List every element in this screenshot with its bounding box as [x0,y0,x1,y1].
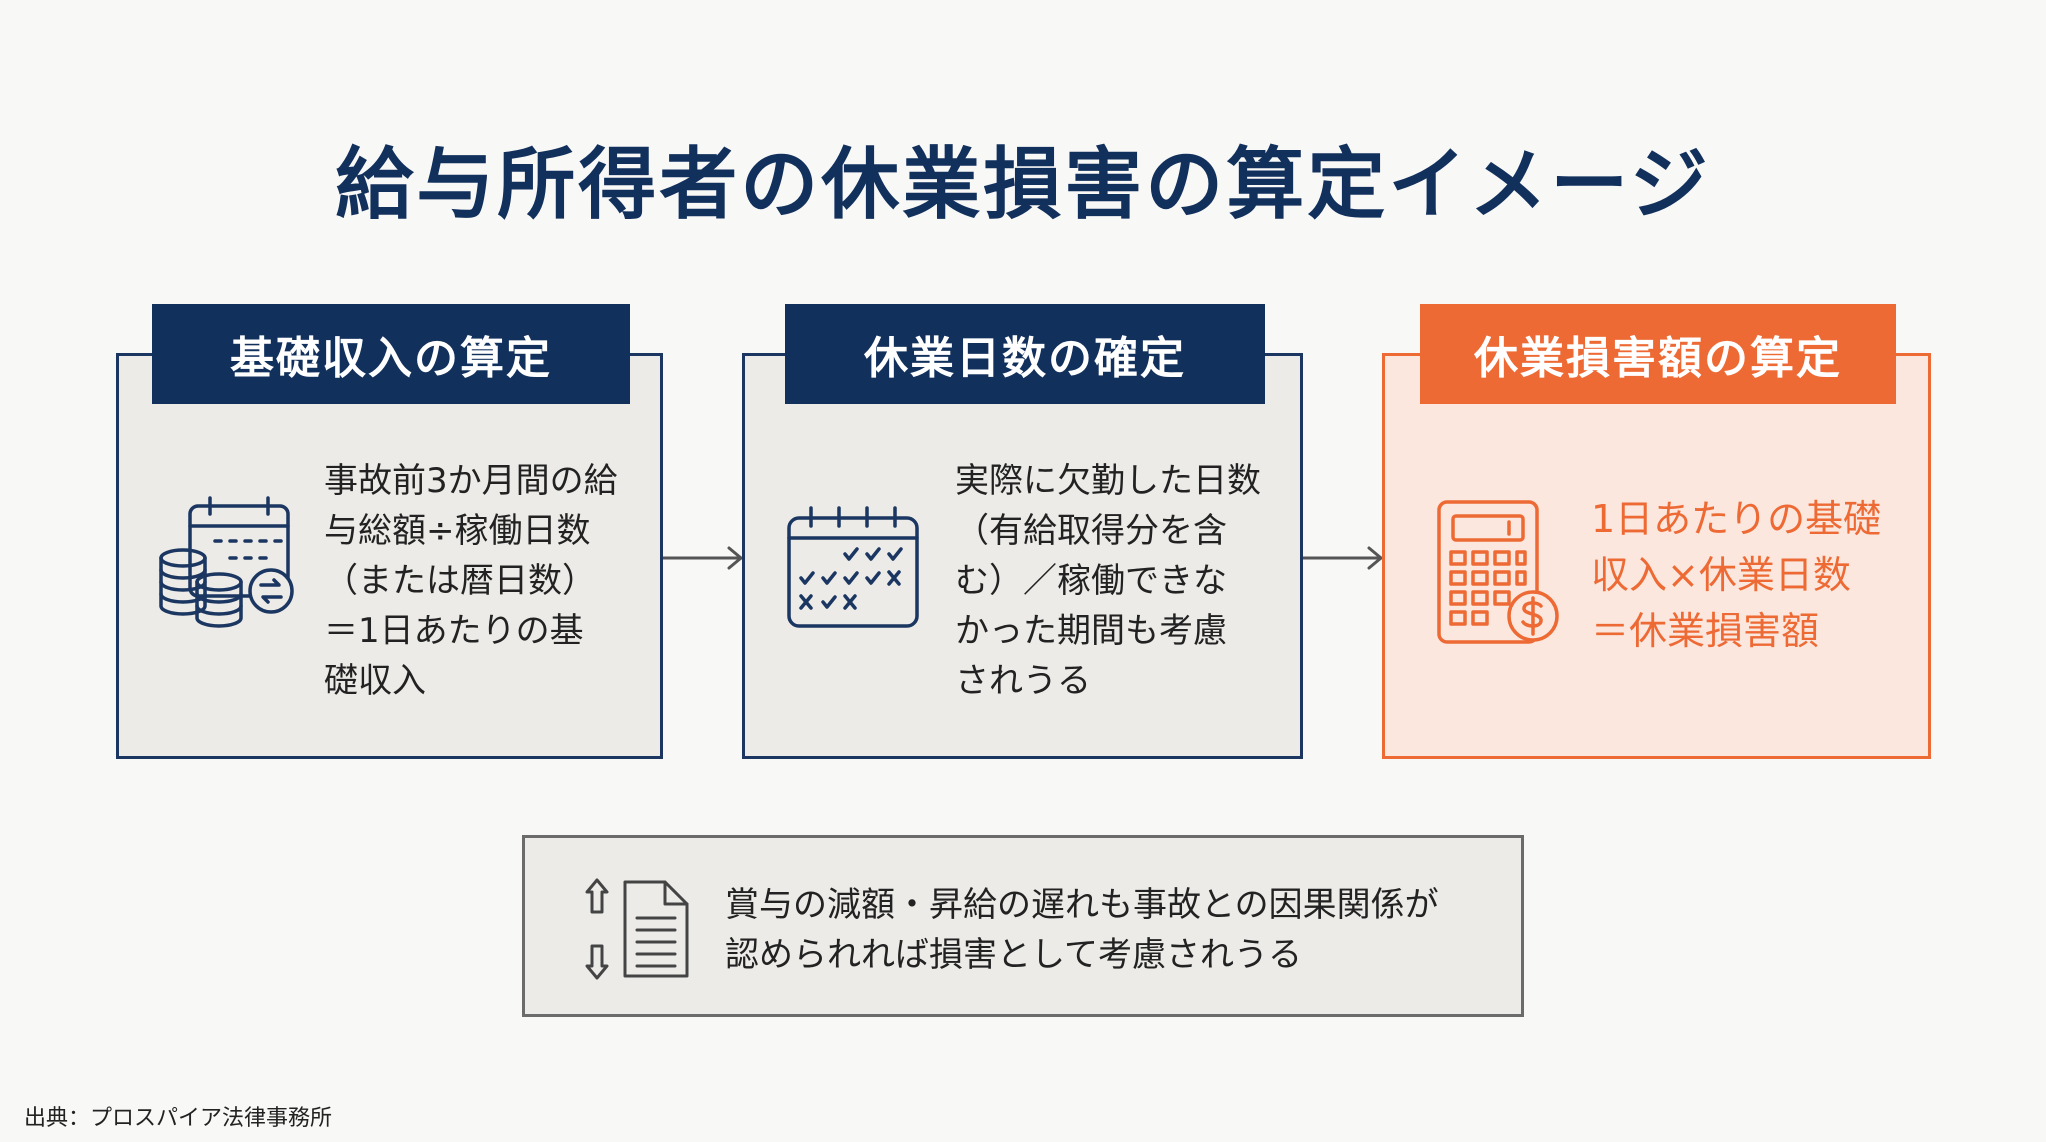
note-text-line: 賞与の減額・昇給の遅れも事故との因果関係が [725,885,1439,925]
step-box-damage-amount: 休業損害額の算定 1日あたりの基礎 収入×休業日数 ＝休業損害額 [1382,304,1931,759]
step-text-line: 礎収入 [324,661,426,701]
calendar-coins-icon [159,496,294,628]
step-text-line: 1日あたりの基礎 [1591,497,1882,541]
step-text-base-income: 事故前3か月間の給 与総額÷稼働日数 （または暦日数） ＝1日あたりの基 礎収入 [324,456,618,706]
page-title: 給与所得者の休業損害の算定イメージ [335,140,1711,230]
step-text-line: 与総額÷稼働日数 [324,511,591,551]
step-header-base-income: 基礎収入の算定 [152,304,630,404]
note-text: 賞与の減額・昇給の遅れも事故との因果関係が 認められれば損害として考慮されうる [725,880,1439,980]
note-text-line: 認められれば損害として考慮されうる [725,935,1302,975]
arrow-right-icon [1303,546,1383,570]
step-text-line: む）／稼働できな [955,561,1227,601]
step-text-line: （有給取得分を含 [955,511,1227,551]
step-header-damage-amount: 休業損害額の算定 [1420,304,1896,404]
step-box-base-income: 基礎収入の算定 事故前3か月間の給 与総額÷稼働日数 （または暦日数） ＝1日 [116,304,663,759]
step-text-line: 実際に欠勤した日数 [955,461,1261,501]
document-updown-icon [585,878,689,980]
arrow-right-icon [663,546,743,570]
step-text-line: ＝1日あたりの基 [324,611,584,651]
step-text-damage-amount: 1日あたりの基礎 収入×休業日数 ＝休業損害額 [1591,491,1881,659]
step-text-line: 事故前3か月間の給 [324,461,618,501]
step-text-line: （または暦日数） [324,561,596,601]
step-text-leave-days: 実際に欠勤した日数 （有給取得分を含 む）／稼働できな かった期間も考慮 されう… [955,456,1261,706]
step-box-leave-days: 休業日数の確定 実際に欠勤した日数 （有給取得分を含 む）／稼働できな かった期… [742,304,1303,759]
note-box: 賞与の減額・昇給の遅れも事故との因果関係が 認められれば損害として考慮されうる [522,835,1524,1017]
calculator-dollar-icon [1437,500,1559,644]
source-credit: 出典：プロスパイア法律事務所 [24,1106,333,1131]
step-header-leave-days: 休業日数の確定 [785,304,1265,404]
step-text-line: されうる [955,661,1091,701]
step-text-line: 収入×休業日数 [1591,553,1851,597]
step-text-line: かった期間も考慮 [955,611,1227,651]
step-text-line: ＝休業損害額 [1591,609,1820,653]
calendar-checklist-icon [787,506,919,628]
